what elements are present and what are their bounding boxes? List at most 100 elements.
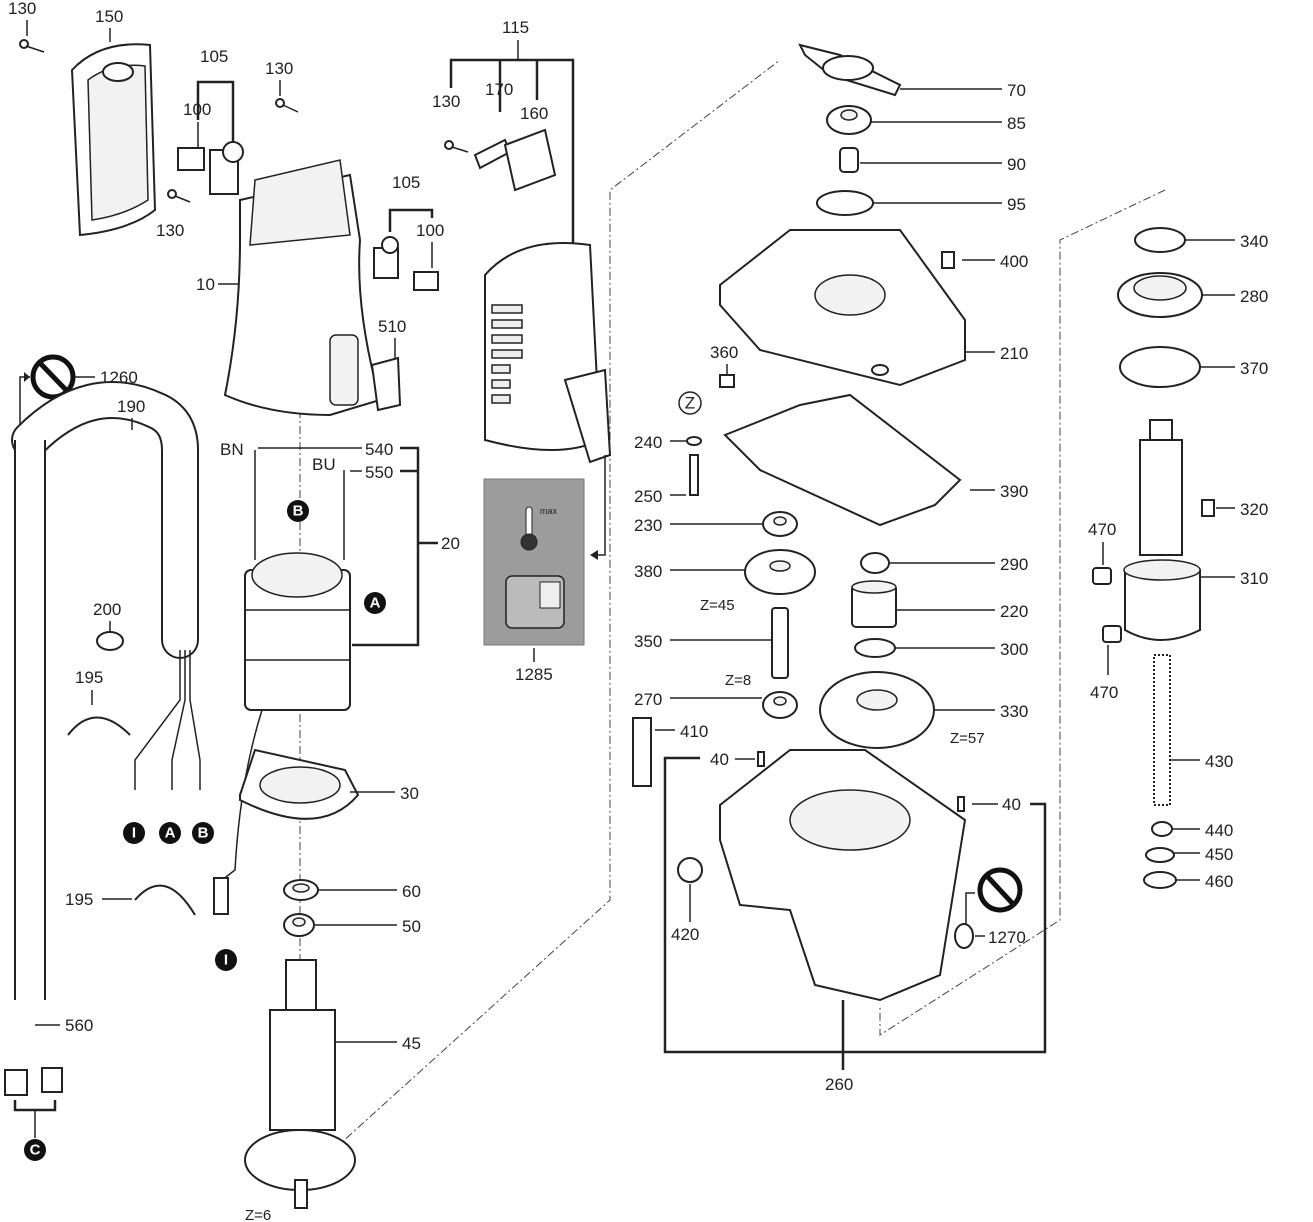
gasket-part[interactable]	[723, 393, 962, 527]
callout-150: 150	[95, 7, 123, 26]
screw-part[interactable]	[275, 98, 299, 113]
screw-part[interactable]	[444, 140, 469, 153]
warning-sticker-part[interactable]	[563, 368, 612, 464]
carbon-brush-part[interactable]	[413, 271, 439, 291]
circlip-part[interactable]	[1134, 227, 1186, 253]
strain-relief-part[interactable]	[134, 884, 196, 916]
gear-teeth-z6: Z=6	[245, 1207, 271, 1222]
callout-510: 510	[378, 317, 406, 336]
brush-holder-part[interactable]	[373, 236, 399, 279]
svg-text:A: A	[165, 825, 176, 842]
callout-340: 340	[1240, 232, 1268, 251]
screw-part[interactable]	[19, 39, 45, 53]
air-guide-part[interactable]	[239, 748, 360, 820]
set-screw-part[interactable]	[1102, 625, 1122, 643]
callout-130: 130	[432, 92, 460, 111]
depth-stop-plate-part[interactable]	[798, 43, 902, 97]
callout-560: 560	[65, 1016, 93, 1035]
needle-bearing-part[interactable]	[851, 580, 897, 628]
callout-1285: 1285	[515, 665, 553, 684]
screw-part[interactable]	[941, 251, 955, 269]
field-coil-part[interactable]	[244, 552, 351, 711]
callout-420: 420	[671, 925, 699, 944]
callout-60: 60	[402, 882, 421, 901]
callout-470: 470	[1088, 520, 1116, 539]
connector-badge-i: I	[123, 822, 145, 844]
label-max-text: max	[540, 506, 558, 516]
callout-290: 290	[1000, 555, 1028, 574]
switch-part[interactable]	[503, 128, 557, 192]
callout-550: 550	[365, 463, 393, 482]
cable-sleeve-part[interactable]	[11, 381, 199, 1000]
spring-part[interactable]	[1153, 654, 1171, 806]
pin-part[interactable]	[757, 751, 765, 767]
spring-part[interactable]	[839, 147, 859, 173]
callout-400: 400	[1000, 252, 1028, 271]
callout-200: 200	[93, 600, 121, 619]
housing-cover-part[interactable]	[70, 43, 157, 237]
key-part[interactable]	[1201, 499, 1215, 517]
o-ring-part[interactable]	[954, 923, 974, 949]
pinion-shaft-part[interactable]	[771, 607, 789, 679]
spring-cap-part[interactable]	[1151, 821, 1173, 837]
screw-part[interactable]	[677, 857, 703, 883]
wire-terminal-part[interactable]	[213, 877, 229, 915]
svg-text:B: B	[293, 503, 304, 520]
gear-housing-part[interactable]	[719, 749, 967, 1002]
bearing-part[interactable]	[826, 105, 872, 135]
connector-badge-a: A	[364, 592, 386, 614]
svg-text:I: I	[224, 952, 228, 969]
bearing-part[interactable]	[283, 879, 319, 901]
gear-teeth-z45: Z=45	[700, 597, 735, 614]
wire-label-bn: BN	[220, 440, 244, 459]
gear-part[interactable]	[819, 671, 935, 749]
callout-195: 195	[65, 890, 93, 909]
o-ring-part[interactable]	[816, 190, 874, 216]
callout-300: 300	[1000, 640, 1028, 659]
spindle-part[interactable]	[1123, 419, 1201, 641]
armature-part[interactable]	[244, 959, 356, 1209]
motor-housing-part[interactable]	[223, 159, 382, 417]
callout-1270: 1270	[988, 928, 1026, 947]
screw-part[interactable]	[689, 454, 699, 496]
carbon-brush-part[interactable]	[177, 147, 205, 171]
circlip-part[interactable]	[1143, 871, 1177, 889]
no-grease-warning-icon	[977, 867, 1023, 913]
callout-220: 220	[1000, 602, 1028, 621]
callout-95: 95	[1007, 195, 1026, 214]
screw-part[interactable]	[167, 189, 191, 203]
brush-holder-part[interactable]	[209, 141, 244, 195]
gear-cover-part[interactable]	[719, 229, 966, 387]
label-plate-part[interactable]: max	[483, 478, 585, 646]
callout-270: 270	[634, 690, 662, 709]
gear-part[interactable]	[744, 549, 816, 595]
plug-connector-part[interactable]	[4, 1067, 63, 1096]
strain-relief-part[interactable]	[67, 716, 131, 736]
svg-text:Z: Z	[685, 394, 695, 413]
switch-cover-part[interactable]	[370, 356, 402, 412]
callout-195: 195	[75, 668, 103, 687]
connector-badge-c: C	[24, 1139, 46, 1161]
bearing-part[interactable]	[283, 913, 315, 937]
callout-130: 130	[156, 221, 184, 240]
assembly-boundary-line	[879, 189, 1166, 1036]
key-part[interactable]	[632, 717, 652, 787]
callout-360: 360	[710, 343, 738, 362]
bearing-part[interactable]	[762, 511, 798, 537]
washer-part[interactable]	[686, 436, 702, 446]
connector-badge-a: A	[159, 822, 181, 844]
washer-part[interactable]	[1145, 847, 1175, 863]
pin-part[interactable]	[957, 796, 965, 812]
bearing-part[interactable]	[762, 691, 798, 719]
bearing-part[interactable]	[1117, 272, 1203, 318]
callout-100: 100	[416, 221, 444, 240]
set-screw-part[interactable]	[1092, 567, 1112, 585]
bearing-part[interactable]	[860, 552, 890, 574]
cable-clamp-part[interactable]	[96, 631, 124, 651]
callout-430: 430	[1205, 752, 1233, 771]
callout-210: 210	[1000, 344, 1028, 363]
circlip-part[interactable]	[1119, 346, 1201, 388]
circlip-part[interactable]	[854, 638, 896, 658]
fitting-part[interactable]	[719, 374, 735, 388]
